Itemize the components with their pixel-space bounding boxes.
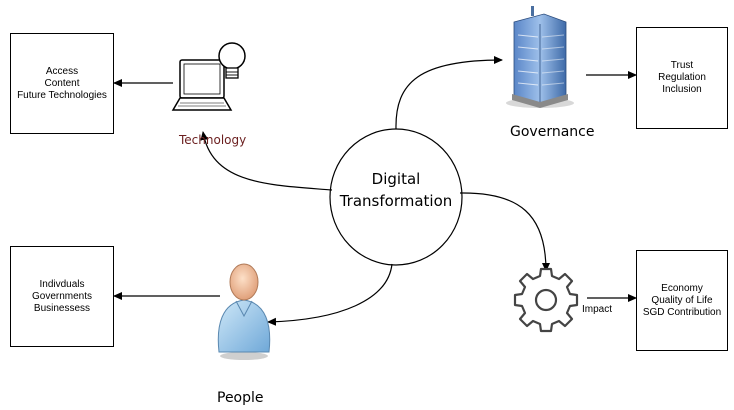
governance-outcomes-box: Trust Regulation Inclusion (636, 27, 728, 129)
box-line: Quality of Life (651, 294, 713, 306)
box-line: Regulation (658, 72, 706, 83)
box-line: Inclusion (662, 84, 702, 95)
office-building-icon (506, 6, 574, 108)
box-line: Governments (31, 290, 93, 302)
center-label-line1: Digital (371, 170, 421, 188)
box-line: Businessess (33, 302, 91, 314)
center-label: Digital Transformation (330, 168, 462, 212)
box-line: Trust (670, 60, 694, 71)
technology-outcomes-box: Access Content Future Technologies (10, 33, 114, 134)
gear-icon (513, 267, 579, 333)
box-line: SGD Contribution (642, 306, 722, 318)
arrow-center-to-technology (200, 131, 333, 191)
impact-outcomes-box: Economy Quality of Life SGD Contribution (636, 250, 728, 351)
box-line: Economy (661, 282, 703, 294)
box-line: Access (45, 65, 79, 77)
box-line: Future Technologies (17, 89, 107, 101)
center-label-line2: Transformation (339, 192, 453, 210)
people-outcomes-box: Indivduals Governments Businessess (10, 246, 114, 347)
person-icon (217, 263, 271, 360)
impact-label: Impact (582, 304, 613, 315)
arrow-center-to-people (267, 263, 393, 326)
governance-label: Governance (510, 124, 595, 140)
people-label: People (217, 390, 264, 406)
laptop-lightbulb-icon (171, 42, 246, 111)
arrow-center-to-impact (459, 192, 550, 272)
technology-label: Technology (179, 133, 247, 147)
box-line: Indivduals (39, 278, 85, 290)
arrow-center-to-governance (395, 56, 503, 130)
box-line: Content (44, 77, 80, 89)
